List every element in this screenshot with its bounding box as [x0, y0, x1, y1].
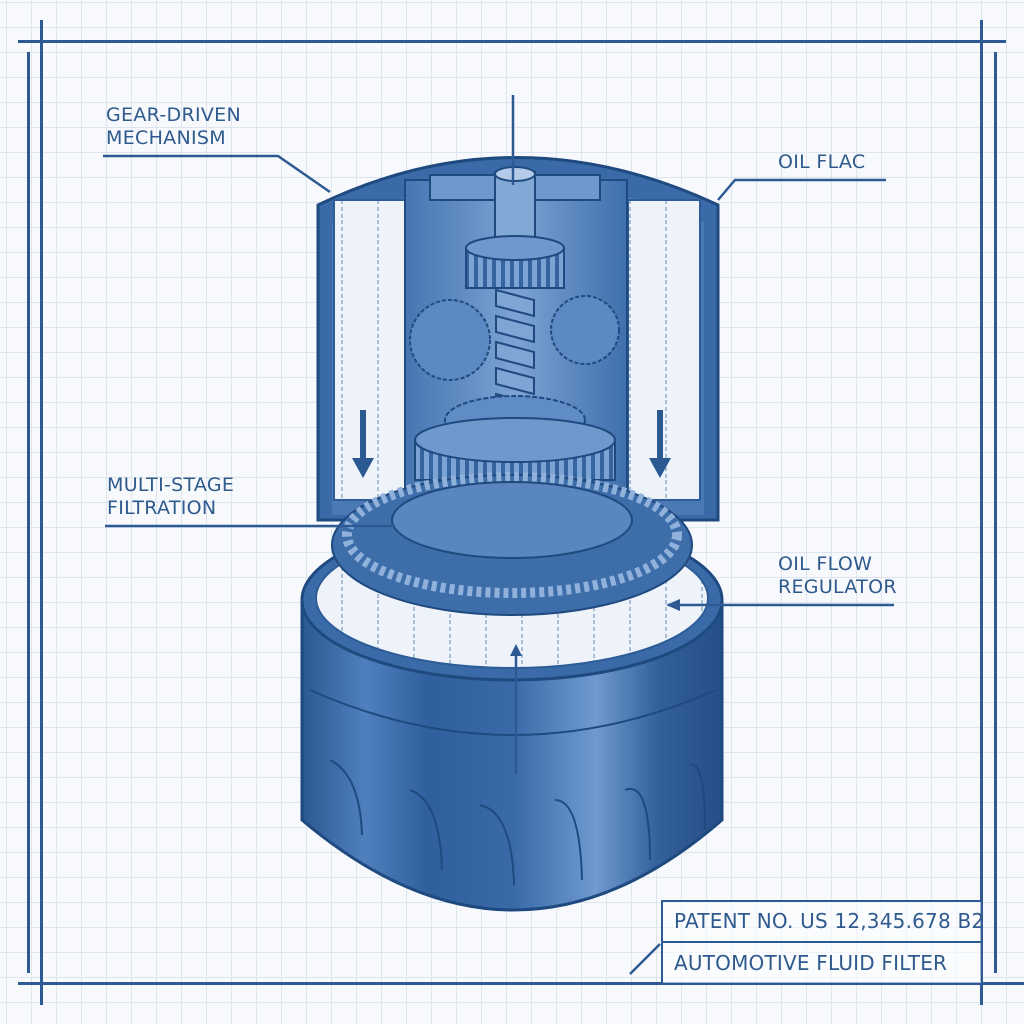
- drawing-title: AUTOMOTIVE FLUID FILTER: [663, 941, 981, 983]
- title-block: PATENT NO. US 12,345.678 B2 AUTOMOTIVE F…: [661, 900, 985, 985]
- callout-oil-flow-regulator: OIL FLOW REGULATOR: [778, 553, 897, 599]
- callout-multi-stage-filtration: MULTI-STAGE FILTRATION: [107, 474, 234, 520]
- leader-lines: [103, 95, 894, 975]
- frame-right-line: [980, 20, 983, 1005]
- frame-right-inner-line: [994, 52, 997, 973]
- callout-oil-flac: OIL FLAC: [778, 151, 865, 174]
- callout-line-1: OIL FLOW: [778, 553, 873, 575]
- frame-left-line: [40, 20, 43, 1005]
- callout-line-2: MECHANISM: [106, 127, 226, 149]
- callout-line-1: MULTI-STAGE: [107, 474, 235, 496]
- frame-bottom-line: [18, 982, 1024, 985]
- frame-top-line: [18, 40, 1006, 43]
- callout-line-1: GEAR-DRIVEN: [106, 104, 241, 126]
- callout-line-2: REGULATOR: [778, 576, 897, 598]
- upper-housing: [316, 156, 720, 522]
- frame-left-inner-line: [27, 52, 30, 973]
- callout-gear-driven-mechanism: GEAR-DRIVEN MECHANISM: [106, 104, 241, 150]
- lower-canister: [300, 472, 724, 912]
- callout-line-2: FILTRATION: [107, 497, 217, 519]
- callout-line-1: OIL FLAC: [778, 151, 866, 173]
- patent-number: PATENT NO. US 12,345.678 B2: [674, 909, 985, 933]
